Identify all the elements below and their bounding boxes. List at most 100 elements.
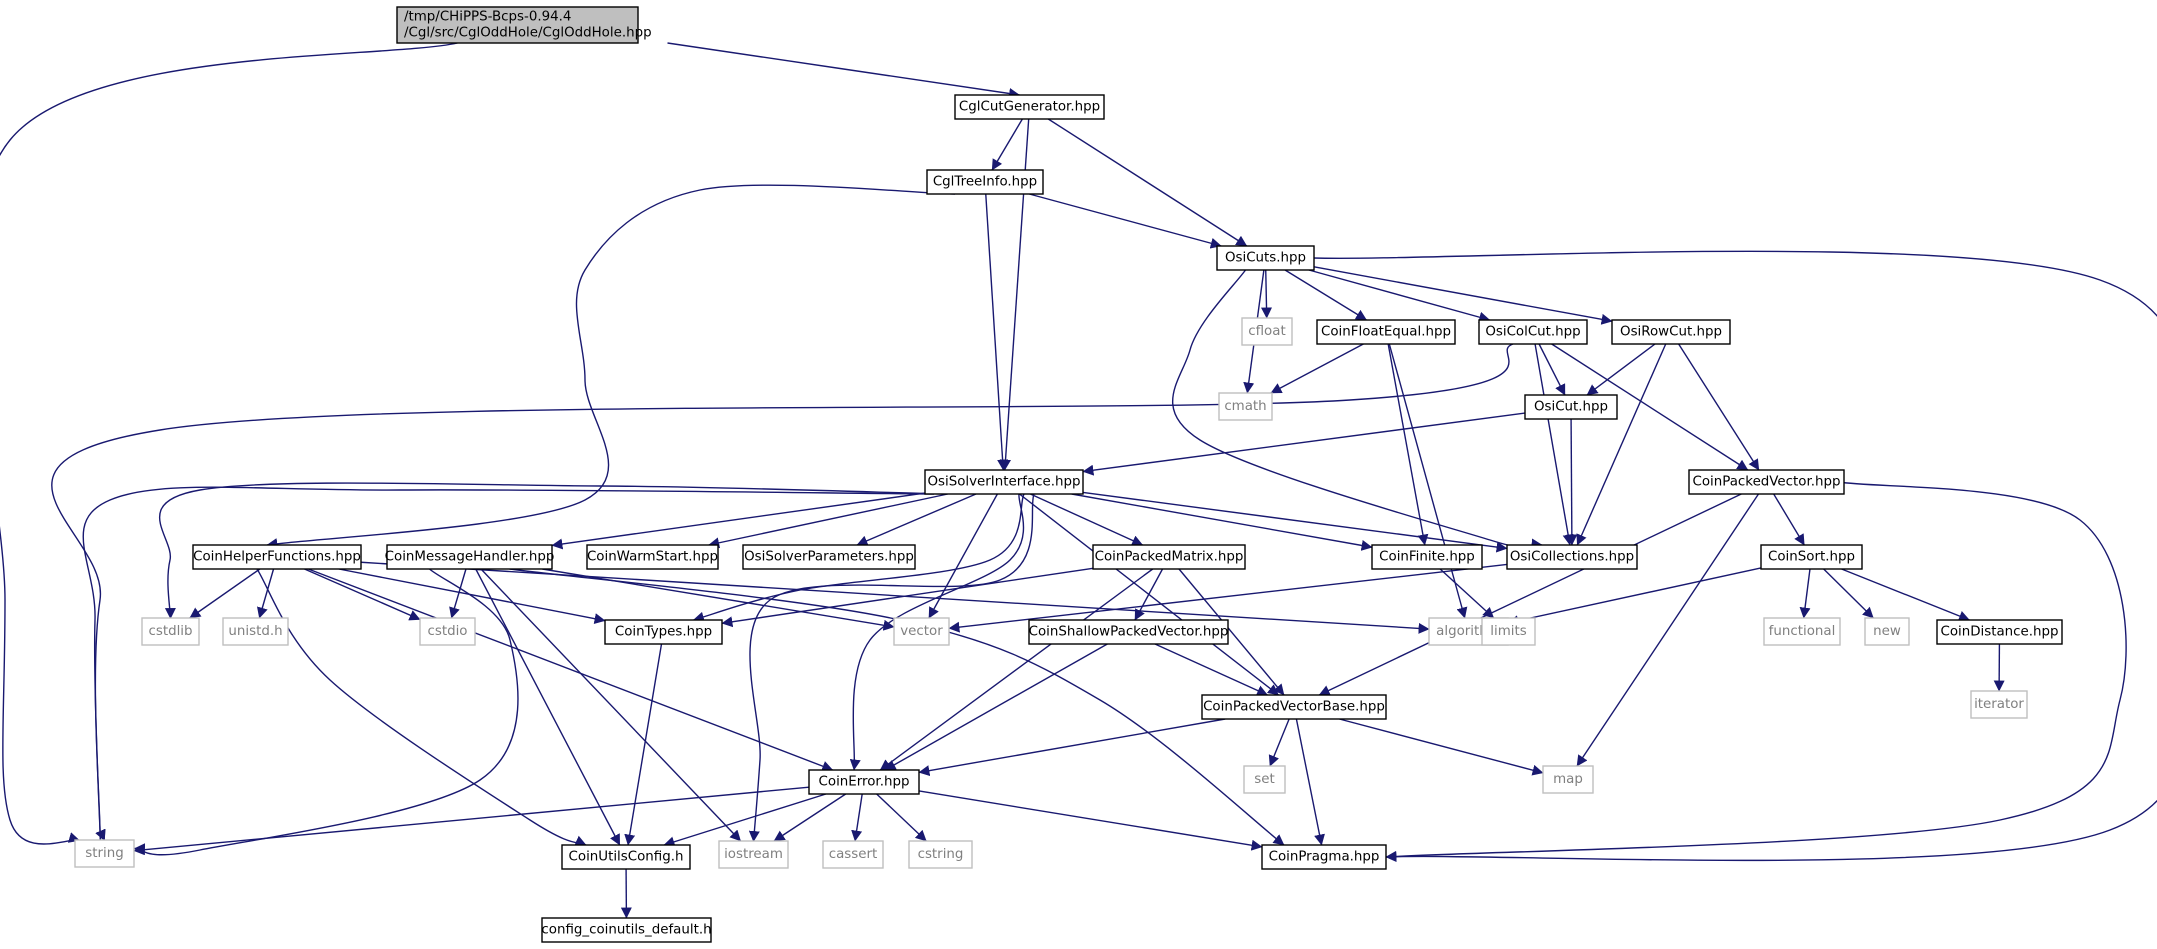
edge-osicolcut-to-coinpackedvector — [1551, 343, 1749, 471]
node-label: OsiCut.hpp — [1534, 400, 1608, 415]
node-label: CoinTypes.hpp — [615, 625, 712, 640]
node-label: functional — [1769, 624, 1836, 639]
node-cglcutgenerator[interactable]: CglCutGenerator.hpp — [954, 94, 1105, 120]
node-box — [1201, 694, 1387, 720]
node-label: CoinMessageHandler.hpp — [385, 550, 555, 565]
node-label: vector — [900, 624, 943, 639]
node-coinfinite[interactable]: CoinFinite.hpp — [1371, 544, 1483, 570]
node-cassert: cassert — [822, 840, 884, 869]
edge-osicuts-to-osicolcut — [1308, 269, 1491, 323]
node-label: CoinPragma.hpp — [1269, 850, 1380, 865]
node-label: unistd.h — [228, 624, 282, 639]
node-label: cstring — [918, 847, 964, 862]
node-set: set — [1243, 765, 1286, 794]
node-label: CoinFinite.hpp — [1379, 550, 1475, 565]
node-coinpackedvector[interactable]: CoinPackedVector.hpp — [1688, 469, 1845, 495]
node-box — [742, 544, 916, 570]
edge-coinpackedmatrix-to-cointypes — [721, 567, 1094, 628]
node-cfloat: cfloat — [1241, 317, 1293, 346]
edge-osicolcut-to-osicollections — [1534, 343, 1574, 546]
node-osicolcut[interactable]: OsiColCut.hpp — [1478, 319, 1588, 345]
node-osicollections[interactable]: OsiCollections.hpp — [1506, 544, 1638, 570]
node-coinsort[interactable]: CoinSort.hpp — [1760, 544, 1863, 570]
node-osisolverparameters[interactable]: OsiSolverParameters.hpp — [742, 544, 916, 570]
node-box — [822, 840, 884, 869]
node-coinpackedvectorbase[interactable]: CoinPackedVectorBase.hpp — [1201, 694, 1387, 720]
node-label: CoinError.hpp — [819, 775, 910, 790]
edge-coinpackedvectorbase-to-coinpragma — [1295, 718, 1325, 846]
node-box — [1092, 544, 1246, 570]
node-osisolverinterface[interactable]: OsiSolverInterface.hpp — [924, 469, 1084, 495]
node-coinpragma[interactable]: CoinPragma.hpp — [1261, 844, 1387, 870]
edge-coinsort-to-algorithm — [1507, 567, 1762, 627]
edge-osicut-to-osisolverinterface — [1082, 412, 1526, 476]
node-coinfloatequal[interactable]: CoinFloatEqual.hpp — [1316, 319, 1456, 345]
edge-coinmessagehandler-to-iostream — [480, 568, 742, 842]
node-label: /Cgl/src/CglOddHole/CglOddHole.hpp — [404, 26, 652, 41]
edge-coinhelperfunctions-to-coinerror — [308, 568, 834, 772]
node-label: cfloat — [1248, 324, 1285, 339]
node-box — [1864, 617, 1910, 646]
node-label: config_coinutils_default.h — [541, 923, 711, 938]
edge-osisolverinterface-to-coinfinite — [1071, 493, 1373, 551]
node-box — [1316, 319, 1456, 345]
node-box — [1542, 765, 1594, 794]
edge-coinhelperfunctions-to-cstdio — [304, 568, 421, 621]
node-label: OsiRowCut.hpp — [1620, 325, 1722, 340]
edge-osisolverinterface-to-coinerror — [849, 493, 1025, 771]
edge-coinerror-to-coinutilsconfig — [663, 793, 827, 848]
node-osicut[interactable]: OsiCut.hpp — [1524, 394, 1618, 420]
node-cgltreeinfo[interactable]: CglTreeInfo.hpp — [926, 169, 1044, 195]
node-cstdlib: cstdlib — [141, 617, 200, 646]
edge-coinerror-to-string — [133, 786, 810, 856]
edge-cglcutgenerator-to-osicuts — [1047, 118, 1248, 247]
node-limits: limits — [1481, 617, 1536, 646]
node-coinmessagehandler[interactable]: CoinMessageHandler.hpp — [385, 544, 555, 570]
edge-root-to-string — [0, 42, 458, 845]
node-label: cmath — [1224, 399, 1266, 414]
edge-coinerror-to-cassert — [851, 793, 863, 842]
node-label: cstdlib — [148, 624, 192, 639]
edge-coinfinite-to-limits — [1439, 568, 1495, 619]
edge-coinshallowpackedvector-to-coinerror — [884, 643, 1108, 771]
edge-coinerror-to-cstring — [876, 793, 927, 842]
node-root[interactable]: /tmp/CHiPPS-Bcps-0.94.4/Cgl/src/CglOddHo… — [396, 6, 652, 44]
edge-coinpackedvectorbase-to-map — [1339, 718, 1544, 776]
node-osicuts[interactable]: OsiCuts.hpp — [1216, 245, 1315, 271]
node-coinhelperfunctions[interactable]: CoinHelperFunctions.hpp — [192, 544, 362, 570]
node-label: limits — [1490, 624, 1526, 639]
node-coinwarmstart[interactable]: CoinWarmStart.hpp — [586, 544, 719, 570]
edge-osicollections-to-vector — [948, 563, 1508, 633]
node-box — [893, 617, 950, 646]
edge-root-to-cglcutgenerator — [667, 42, 1021, 99]
node-coinpackedmatrix[interactable]: CoinPackedMatrix.hpp — [1092, 544, 1246, 570]
node-label: map — [1553, 772, 1583, 787]
node-cstring: cstring — [908, 840, 973, 869]
edge-osisolverinterface-to-string — [82, 486, 935, 850]
node-box — [541, 917, 712, 943]
node-box — [396, 6, 639, 44]
node-coinutilsconfig[interactable]: CoinUtilsConfig.h — [561, 844, 691, 870]
node-configcoinutils[interactable]: config_coinutils_default.h — [541, 917, 712, 943]
edge-cgltreeinfo-to-osicuts — [1029, 193, 1222, 249]
edge-coinmessagehandler-to-coinutilsconfig — [475, 568, 621, 846]
node-label: CoinDistance.hpp — [1940, 625, 2058, 640]
edge-coinmessagehandler-to-cstdio — [449, 568, 467, 619]
node-box — [1218, 392, 1273, 421]
node-cstdio: cstdio — [419, 617, 476, 646]
node-box — [718, 840, 789, 869]
edge-cgltreeinfo-to-osisolverinterface — [985, 193, 1009, 471]
node-coinerror[interactable]: CoinError.hpp — [808, 769, 920, 795]
node-coindistance[interactable]: CoinDistance.hpp — [1936, 619, 2063, 645]
edge-coinfloatequal-to-algorithm — [1388, 343, 1468, 619]
node-osirowcut[interactable]: OsiRowCut.hpp — [1611, 319, 1731, 345]
edge-osisolverinterface-to-iostream — [748, 493, 1035, 843]
node-box — [1261, 844, 1387, 870]
node-label: CoinHelperFunctions.hpp — [193, 550, 361, 565]
edge-cgltreeinfo-to-coinhelperfunctions — [266, 184, 956, 549]
node-box — [1216, 245, 1315, 271]
node-label: iterator — [1974, 697, 2024, 712]
node-label: OsiSolverInterface.hpp — [927, 475, 1080, 490]
node-cointypes[interactable]: CoinTypes.hpp — [604, 619, 723, 645]
node-coinshallowpackedvector[interactable]: CoinShallowPackedVector.hpp — [1028, 619, 1229, 645]
